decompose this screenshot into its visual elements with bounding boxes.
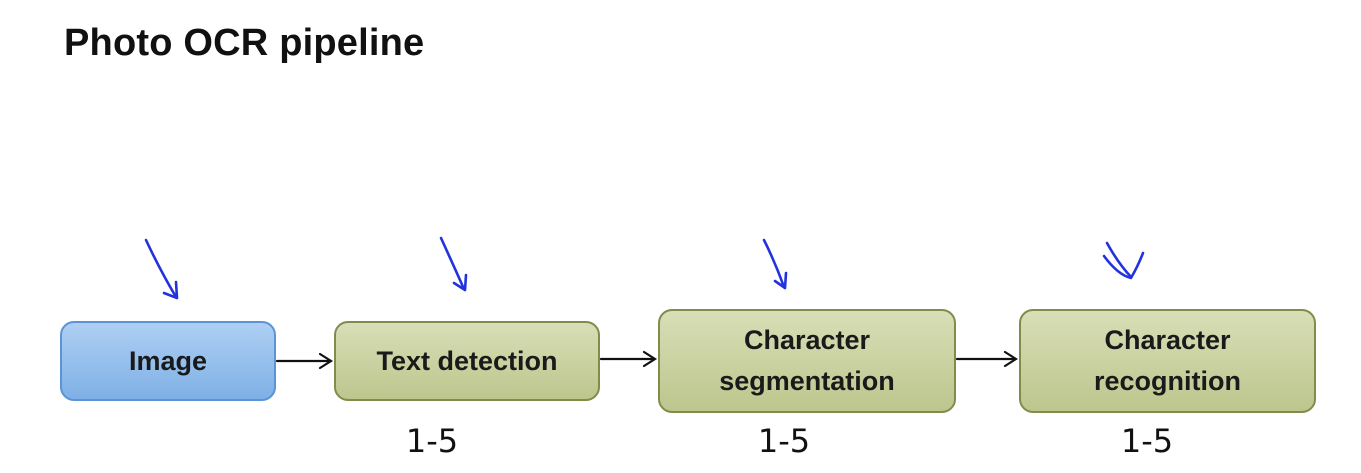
stage-character-segmentation-label-line2: segmentation (719, 366, 895, 396)
hand-drawn-down-arrow-icon (439, 236, 468, 292)
stage-character-segmentation-label-line1: Character (743, 325, 871, 355)
connector-text-detection-to-segmentation (599, 350, 658, 368)
connector-segmentation-to-recognition (955, 350, 1019, 368)
handwritten-range-character-recognition: 1-5 (1121, 422, 1173, 460)
stage-text-detection-label: Text detection (376, 345, 558, 376)
hand-drawn-down-arrow-icon (762, 238, 788, 290)
stage-character-segmentation-box: Character segmentation (658, 309, 956, 413)
stage-character-recognition-label-line1: Character (1104, 325, 1231, 355)
stage-image-box: Image (60, 321, 276, 401)
handwritten-range-text-detection: 1-5 (406, 422, 458, 460)
connector-image-to-text-detection (275, 352, 334, 370)
hand-drawn-down-arrow-icon (1102, 241, 1145, 280)
hand-drawn-down-arrow-icon (144, 238, 179, 300)
stage-text-detection-box: Text detection (334, 321, 600, 401)
handwritten-range-character-segmentation: 1-5 (758, 422, 810, 460)
stage-image-label: Image (128, 345, 208, 376)
slide-title: Photo OCR pipeline (64, 22, 425, 64)
stage-character-recognition-label-line2: recognition (1094, 366, 1241, 396)
stage-character-recognition-box: Character recognition (1019, 309, 1316, 413)
